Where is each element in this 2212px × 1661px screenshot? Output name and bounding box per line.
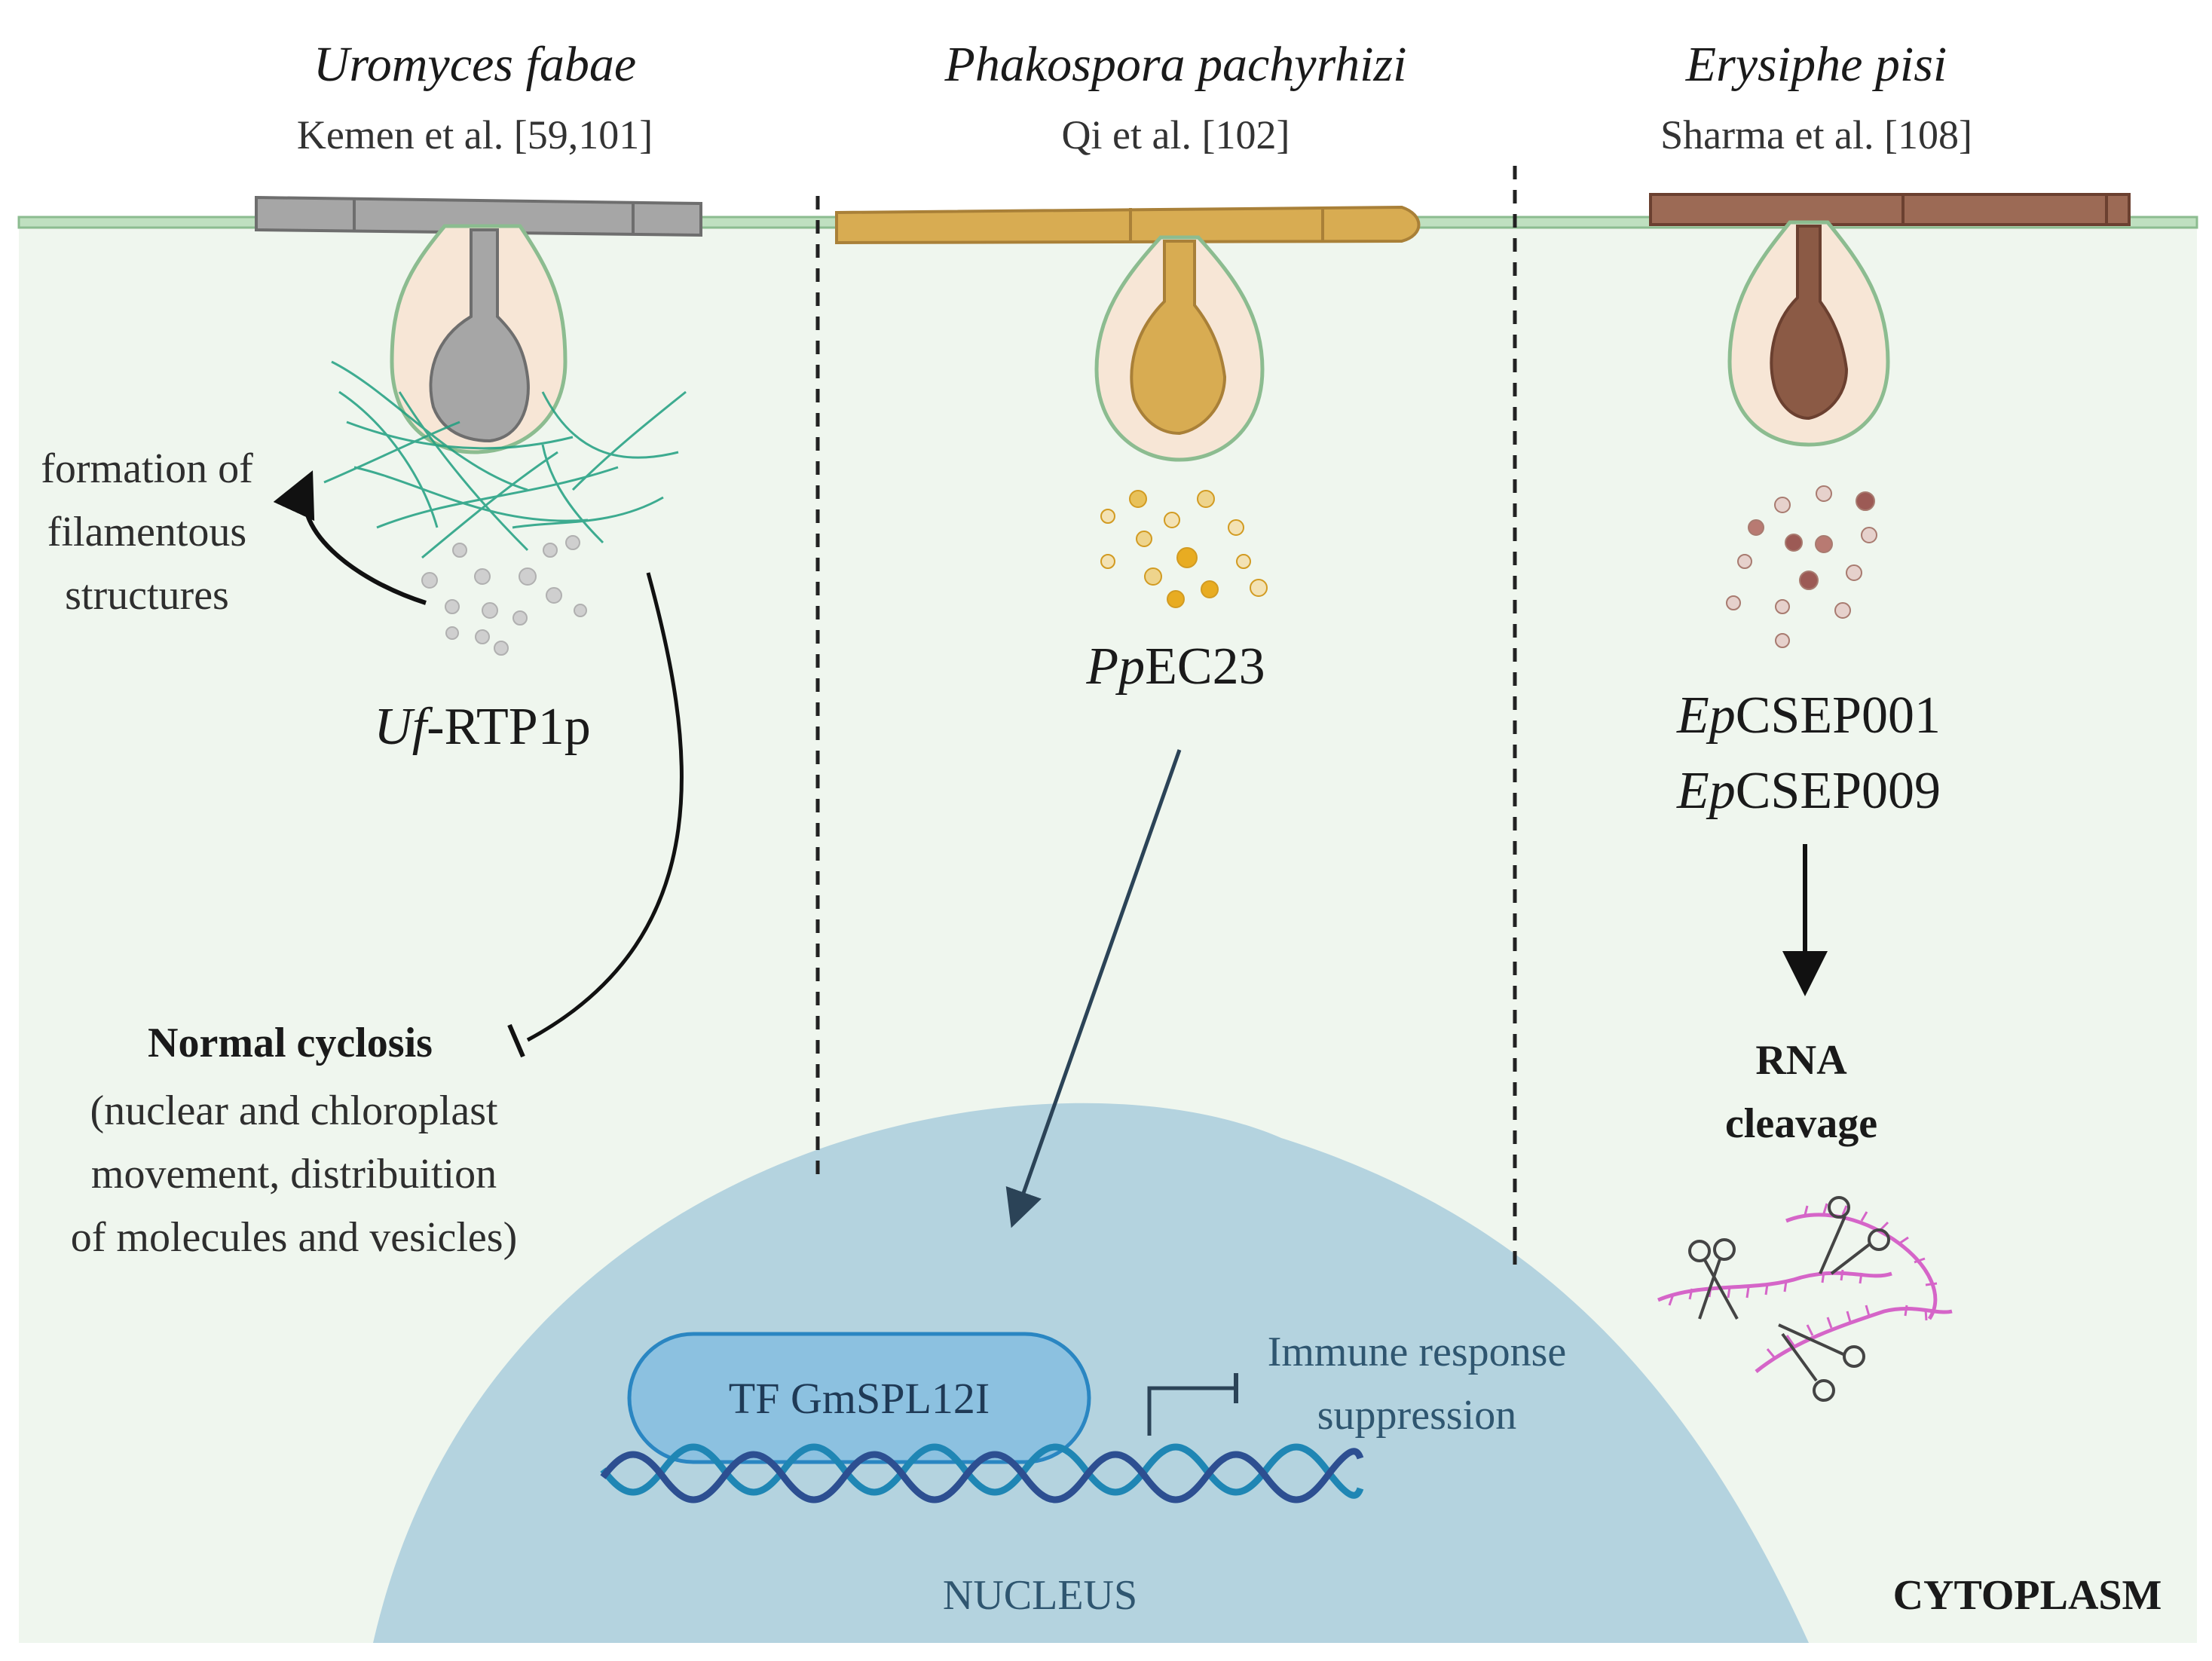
scissors-icon [1778, 1323, 1865, 1402]
uromyces-haustorium [255, 195, 702, 454]
scissors-icon [1688, 1238, 1739, 1320]
repression-symbol [1147, 1386, 1236, 1436]
species-title-uromyces: Uromyces fabae [313, 37, 637, 92]
rna-cleavage-line: RNA [1755, 1037, 1847, 1084]
cyclosis-detail-line: movement, distribuition [90, 1151, 497, 1198]
effector-prefix: Ep [1676, 762, 1736, 820]
reference-erysiphe: Sharma et al. [108] [1660, 112, 1972, 158]
immune-response-label: Immune response suppression [1221, 1320, 1613, 1447]
filament-arrow [273, 470, 427, 605]
effector-prefix: Pp [1086, 638, 1146, 696]
effector-epcsep009: EpCSEP009 [1643, 761, 1975, 821]
effector-prefix: Ep [1676, 687, 1736, 745]
dna-helix [600, 1443, 1364, 1503]
immune-line: Immune response [1267, 1329, 1567, 1375]
filament-note-line: formation of [41, 445, 253, 492]
scissors-icon [1819, 1196, 1890, 1275]
erysiphe-effector-particles [1726, 485, 1877, 648]
filament-note: formation of filamentous structures [23, 437, 271, 627]
filament-note-line: structures [65, 572, 229, 619]
effector-suffix: CSEP009 [1735, 762, 1941, 820]
tf-label: TF GmSPL12I [728, 1374, 990, 1423]
phakospora-haustorium [835, 205, 1421, 462]
uromyces-effector-particles [421, 535, 587, 656]
inhibition-arc [526, 572, 684, 1042]
cyclosis-title: Normal cyclosis [148, 1020, 433, 1066]
effector-epcsep001: EpCSEP001 [1643, 686, 1975, 746]
cytoplasm-label: CYTOPLASM [1892, 1572, 2162, 1619]
reference-uromyces: Kemen et al. [59,101] [296, 112, 653, 158]
effector-prefix: Uf [374, 698, 427, 756]
filamentous-structures [323, 360, 687, 559]
phakospora-effector-particles [1100, 490, 1268, 608]
nucleus-label: NUCLEUS [942, 1572, 1138, 1619]
reference-phakospora: Qi et al. [102] [1061, 112, 1290, 158]
rna-cleavage-label: RNA cleavage [1688, 1029, 1914, 1155]
effector-suffix: EC23 [1145, 638, 1265, 696]
effector-suffix: -RTP1p [427, 698, 591, 756]
cyclosis-detail-line: (nuclear and chloroplast [90, 1087, 498, 1134]
filament-note-line: filamentous [47, 509, 247, 555]
cyclosis-detail: (nuclear and chloroplast movement, distr… [30, 1079, 558, 1269]
nuclear-import-arrow [1005, 749, 1182, 1228]
species-title-erysiphe: Erysiphe pisi [1685, 37, 1947, 92]
effector-ppec23: PpEC23 [1025, 637, 1326, 697]
erysiphe-haustorium [1649, 193, 2131, 447]
cyclosis-detail-line: of molecules and vesicles) [70, 1214, 518, 1261]
rna-cleavage-line: cleavage [1724, 1100, 1878, 1147]
inhibition-bar [507, 1023, 525, 1058]
species-title-phakospora: Phakospora pachyrhizi [944, 37, 1407, 92]
rna-strands [1657, 1203, 1953, 1373]
effector-uf-rtp1p: Uf-RTP1p [324, 697, 641, 757]
immune-line: suppression [1317, 1392, 1517, 1439]
effector-suffix: CSEP001 [1735, 687, 1941, 745]
nucleus [373, 1103, 1809, 1643]
